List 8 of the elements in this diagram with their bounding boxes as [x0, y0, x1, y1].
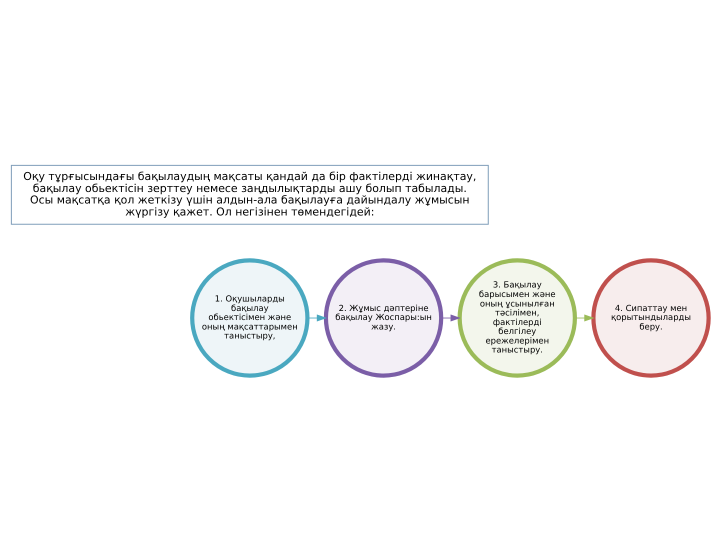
- node-box: Оқу тұрғысындағы бақылаудың мақсаты қандай да бір фактілерді жинақтау, бақылау обьектісін зерттеу немесе заңдылықтарды ашу болып табылады. Осы мақсатқа қол жеткізу үшін алдын-ала бақылауға дайындалу жұмысын жүргізу қажет. Ол негізінен төмендегідей:: [10, 164, 489, 224]
- node-circle: 2. Жұмыс дәптеріне бақылау Жоспары:ын жазу.: [324, 258, 444, 378]
- arrow: [307, 314, 327, 322]
- node-circle: 3. Бақылау барысымен және оның ұсынылған тәсілімен, фактілерді белгілеу ережелерімен таныстыру.: [458, 258, 577, 378]
- arrow: [574, 314, 594, 322]
- node-circle: 1. Оқушыларды бақылау обьектісімен және оның мақсаттарымен таныстыру,: [190, 258, 310, 378]
- node-circle: 4. Сипаттау мен қорытындыларды беру.: [591, 258, 711, 378]
- arrow: [440, 314, 461, 322]
